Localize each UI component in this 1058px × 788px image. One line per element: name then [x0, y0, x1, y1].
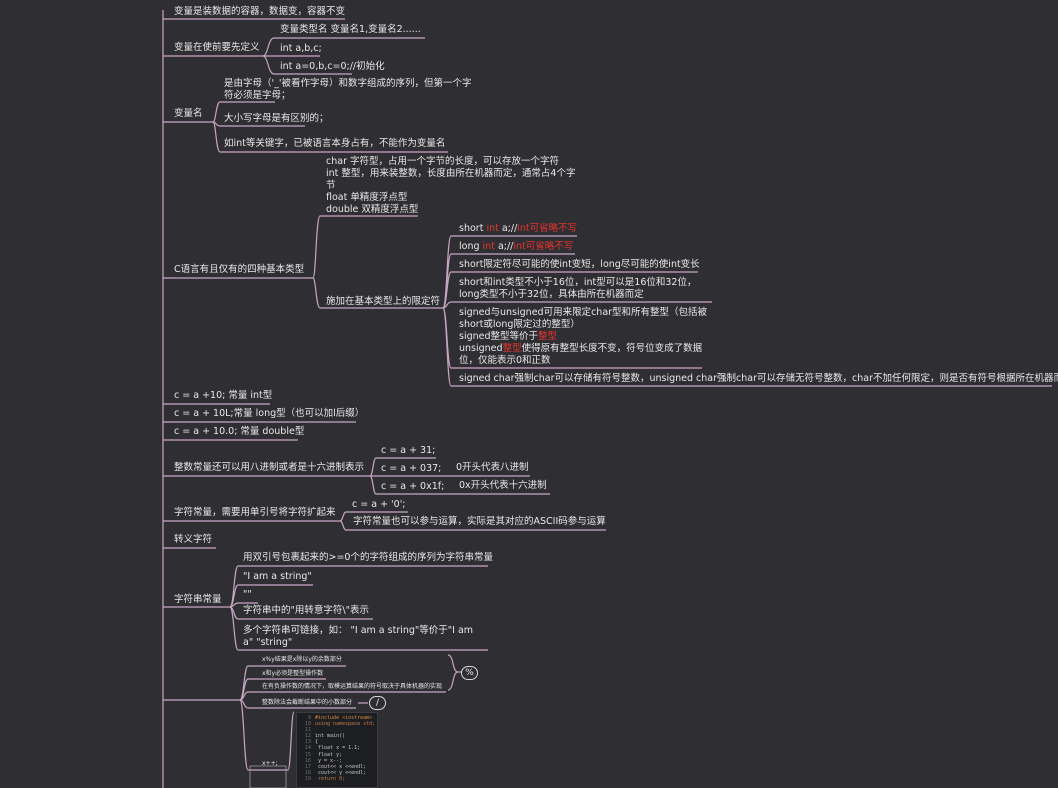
mod-operator-node: %	[461, 666, 478, 680]
qualifier-short-long-effect: short限定符尽可能的使int变短，long尽可能的使int变长	[459, 259, 700, 270]
qualifier-short-int: int	[486, 223, 499, 234]
code-line-text: y = x--;	[315, 757, 343, 764]
signed-unsigned-line-1: signed与unsigned可用来限定char型和所有整型（包括被short或…	[459, 307, 708, 330]
code-line-number: 13	[304, 739, 311, 746]
qualifier-long-note: int可省略不写	[513, 241, 574, 252]
code-line-number: 10	[304, 721, 311, 728]
unsigned-keyword: unsigned	[459, 343, 503, 354]
code-line: 12 int main()	[299, 733, 377, 739]
oct-hex-decimal: c = a + 31;	[381, 445, 436, 456]
code-line-number: 18	[304, 769, 311, 776]
oct-hex-hex: c = a + 0x1f;	[381, 481, 445, 492]
code-line-text: #include <iostream>	[315, 715, 373, 721]
string-empty: ""	[243, 589, 252, 600]
qualifier-short-decl: a;//	[498, 223, 518, 234]
code-line-text: cout<< y <<endl;	[315, 769, 367, 776]
node-oct-hex: 整数常量还可以用八进制或者是十六进制表示	[174, 462, 365, 473]
oct-hex-hex-note: 0x开头代表十六进制	[459, 480, 547, 491]
code-line-text: return 0;	[315, 775, 346, 782]
code-line: 14 float x = 1.1;	[299, 745, 377, 751]
code-line-text: cout<< x <<endl;	[315, 763, 367, 770]
qualifier-long-keyword: long	[459, 241, 483, 252]
node-name-rule-3: 如int等关键字，已被语言本身占有，不能作为变量名	[224, 138, 446, 149]
node-decl-example-1: int a,b,c;	[280, 43, 322, 54]
code-line: 19 return 0;	[299, 776, 377, 782]
node-variable-container: 变量是装数据的容器，数据变，容器不变	[174, 6, 346, 17]
type-double: double 双精度浮点型	[326, 204, 419, 215]
code-line: 16 y = x--;	[299, 758, 377, 764]
mod-remainder: x%y结果是x除以y的余数部分	[262, 656, 342, 663]
oct-hex-octal: c = a + 037;	[381, 463, 442, 474]
qualifier-long-decl: a;//	[494, 241, 514, 252]
code-line-number: 11	[304, 727, 311, 734]
node-const-double: c = a + 10.0; 常量 double型	[174, 426, 305, 437]
string-def: 用双引号包裹起来的>=0个的字符组成的序列为字符串常量	[243, 552, 493, 563]
qualifier-short-note: int可省略不写	[517, 223, 578, 234]
code-line: 9 #include <iostream>	[299, 715, 377, 721]
code-line-text: float x = 1.1;	[315, 745, 361, 752]
code-snippet: 9 #include <iostream> 10 using namespace s…	[296, 712, 378, 788]
qualifier-char-sign: signed char强制char可以存储有符号整数，unsigned char…	[459, 373, 1058, 384]
code-line-number: 15	[304, 751, 311, 758]
qualifier-long: long int a;//int可省略不写	[459, 241, 573, 253]
node-define-first: 变量在使前要先定义	[174, 42, 260, 53]
node-four-basic-types: C语言有且仅有的四种基本类型	[174, 264, 305, 275]
node-name-rule-2: 大小写字母是有区别的；	[224, 113, 329, 124]
node-decl-example-2: int a=0,b,c=0;//初始化	[280, 61, 385, 72]
div-truncation: 整数除法会截断结果中的小数部分	[262, 699, 353, 706]
node-string-const: 字符串常量	[174, 594, 222, 605]
node-escape-chars: 转义字符	[174, 534, 213, 545]
code-line: 18 cout<< y <<endl;	[299, 770, 377, 776]
type-int: int 整型，用来装整数，长度由所在机器而定，通常占4个字节	[326, 168, 576, 191]
code-line-number: 12	[304, 733, 311, 740]
code-line: 11	[299, 727, 377, 733]
code-line-number: 16	[304, 757, 311, 764]
qualifier-signed-unsigned: signed与unsigned可用来限定char型和所有整型（包括被short或…	[459, 307, 709, 367]
signed-equivalent-highlight: 整型	[538, 331, 558, 342]
qualifier-short: short int a;//int可省略不写	[459, 223, 577, 235]
node-decl-syntax: 变量类型名 变量名1,变量名2......	[280, 24, 421, 35]
char-const-ascii: 字符常量也可以参与运算，实际是其对应的ASCII码参与运算	[353, 516, 606, 527]
string-escape-quote: 字符串中的"用转意字符\"表示	[243, 605, 369, 616]
mod-negative: 在有负操作数的情况下，取模运算结果的符号取决于具体机器的实现	[262, 683, 443, 690]
code-line-text: int main()	[315, 733, 346, 740]
code-line-number: 19	[304, 775, 311, 782]
code-line-number: 9	[307, 715, 311, 721]
increment-node: x++;	[262, 760, 278, 767]
code-line-text: float y;	[315, 751, 343, 758]
code-line-text: using namespace std;	[315, 721, 376, 728]
qualifier-long-int: int	[482, 241, 495, 252]
type-float: float 单精度浮点型	[326, 192, 408, 203]
node-const-long: c = a + 10L;常量 long型（也可以加l后缀）	[174, 408, 365, 419]
node-qualifiers: 施加在基本类型上的限定符	[326, 296, 441, 307]
code-line: 15 float y;	[299, 752, 377, 758]
code-line-number: 14	[304, 745, 311, 752]
code-line: 10 using namespace std;	[299, 721, 377, 727]
type-char: char 字符型，占用一个字节的长度，可以存放一个字符	[326, 156, 559, 167]
unsigned-effect: 使得原有整型长度不变，符号位变成了数据位，仅能表示0和正数	[459, 343, 703, 366]
char-const-example: c = a + '0';	[352, 499, 406, 510]
unsigned-highlight: 整型	[502, 343, 522, 354]
signed-equivalent: signed整型等价于	[459, 331, 539, 342]
code-line-text: {	[315, 739, 319, 746]
node-char-const: 字符常量，需要用单引号将字符扩起来	[174, 507, 336, 518]
qualifier-short-keyword: short	[459, 223, 487, 234]
mod-integer-operands: x和y必须是整型操作数	[262, 670, 324, 677]
oct-hex-octal-note: 0开头代表八进制	[456, 462, 529, 473]
node-variable-name: 变量名	[174, 108, 203, 119]
code-line: 17 cout<< x <<endl;	[299, 764, 377, 770]
node-const-int: c = a +10; 常量 int型	[174, 390, 273, 401]
node-name-rule-1: 是由字母（'_'被看作字母）和数字组成的序列，但第一个字符必须是字母；	[224, 78, 472, 101]
string-example: "I am a string"	[243, 571, 312, 582]
div-operator-node: /	[369, 696, 386, 710]
code-line: 13 {	[299, 739, 377, 745]
qualifier-size-rule: short和int类型不小于16位，int型可以是16位和32位，long类型不…	[459, 277, 697, 300]
code-line-number: 17	[304, 763, 311, 770]
string-concat: 多个字符串可链接，如： "I am a string"等价于"I am a" "…	[243, 625, 474, 648]
